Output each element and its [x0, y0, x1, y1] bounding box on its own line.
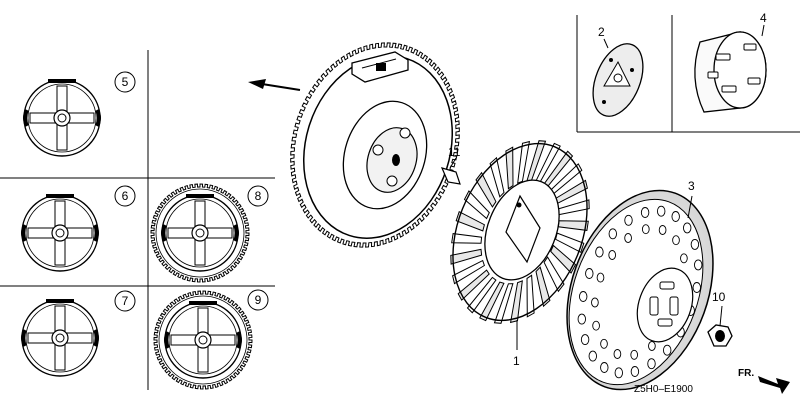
callout-2-leader [603, 38, 609, 49]
callout-2-label: 2 [598, 25, 605, 39]
flywheel-key [440, 167, 461, 185]
callout-3-leader [687, 195, 693, 219]
fan-hub-plate [592, 43, 644, 117]
callout-9-label: 9 [255, 293, 262, 307]
callout-11-label: 11 [448, 145, 461, 159]
callout-10-leader [719, 305, 723, 327]
callout-6-label: 6 [122, 189, 129, 203]
front-direction-indicator: FR. [738, 368, 790, 394]
front-direction-label: FR. [738, 368, 754, 379]
variant-7-rotor [21, 299, 99, 377]
option-box [576, 15, 800, 133]
callout-6: 6 [114, 185, 136, 207]
callout-5-label: 5 [122, 75, 129, 89]
callout-4-leader [761, 24, 765, 37]
pulley-vent-holes [577, 205, 703, 379]
callout-10-label: 10 [712, 290, 726, 304]
variant-9-rotor-with-ring-gear [153, 290, 253, 390]
callout-1-label: 1 [513, 354, 520, 368]
callout-11-leader [449, 157, 457, 169]
callout-8: 8 [247, 185, 269, 207]
callout-3-label: 3 [688, 179, 695, 193]
variant-grid [0, 50, 275, 390]
variant-8-rotor-with-ring-gear [150, 183, 250, 283]
callout-4-label: 4 [760, 11, 767, 25]
cooling-fan [450, 140, 590, 324]
fan-blades [450, 140, 590, 324]
flange-nut [707, 324, 733, 347]
front-arrow-icon [758, 376, 790, 394]
variant-6-rotor [21, 194, 99, 272]
variant-5-rotor [23, 79, 101, 157]
flywheel [290, 42, 460, 248]
callout-8-label: 8 [255, 189, 262, 203]
callout-7-label: 7 [122, 294, 129, 308]
callout-5: 5 [114, 71, 136, 93]
callout-7: 7 [114, 290, 136, 312]
starter-pulley [566, 189, 714, 391]
starter-cup [694, 31, 767, 113]
assembly-direction-arrow [248, 79, 301, 91]
callout-9: 9 [247, 289, 269, 311]
diagram-code: Z5H0–E1900 [634, 384, 693, 395]
